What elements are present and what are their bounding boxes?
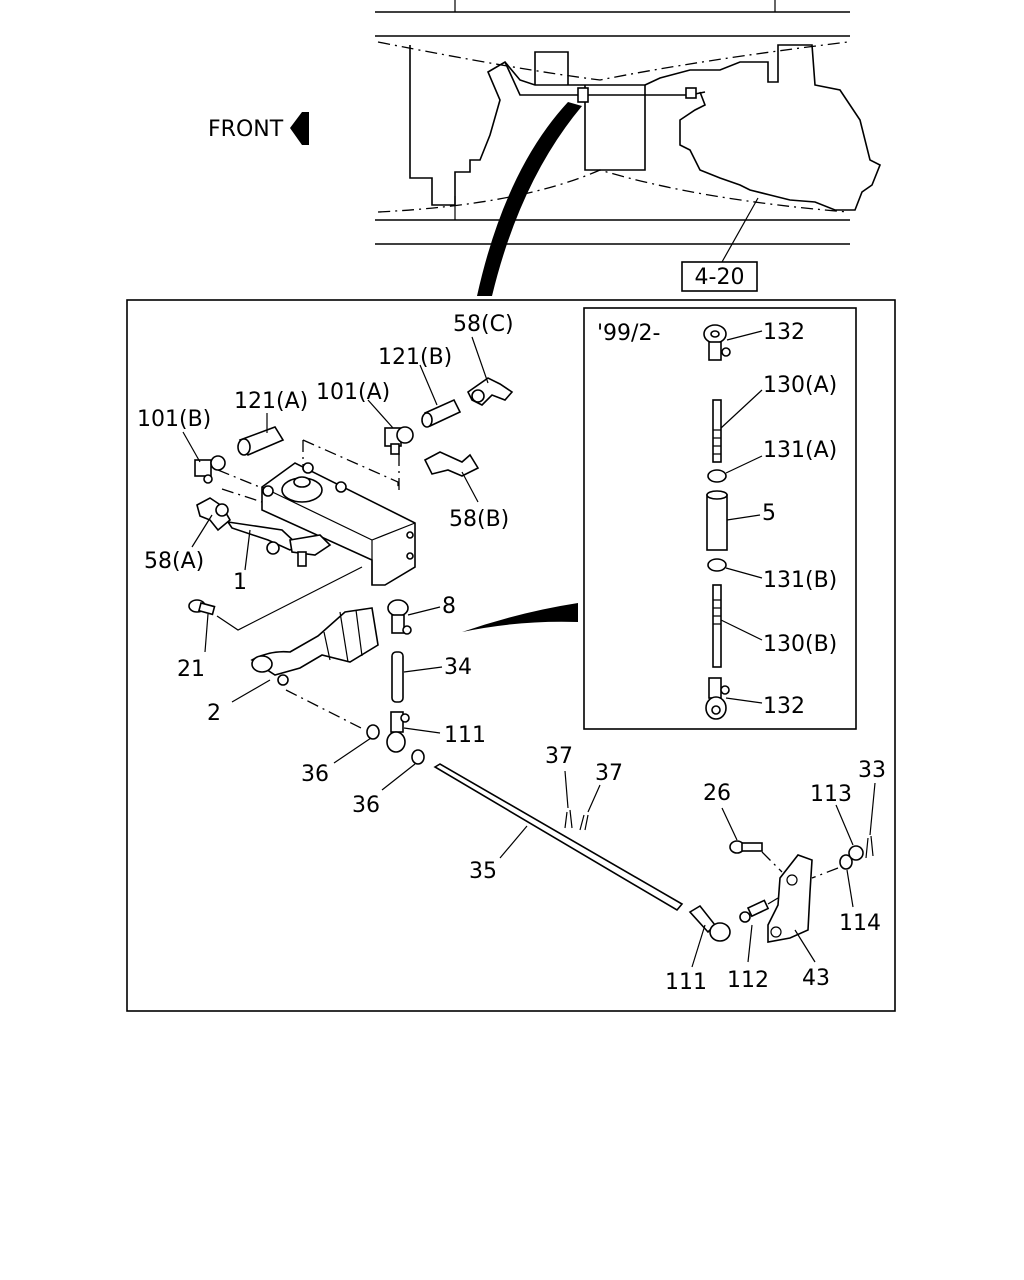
leader-lines (182, 336, 876, 968)
callout-5: 5 (762, 501, 776, 526)
callout-101b: 101(B) (137, 407, 211, 432)
ref-box-label: 4-20 (695, 265, 745, 290)
callout-43: 43 (802, 966, 830, 991)
callout-101a: 101(A) (316, 380, 390, 405)
callout-130b: 130(B) (763, 632, 837, 657)
callout-2: 2 (207, 701, 221, 726)
front-label: FRONT (208, 117, 284, 142)
callout-131b: 131(B) (763, 568, 837, 593)
callout-58c: 58(C) (453, 312, 514, 337)
callout-1: 1 (233, 570, 247, 595)
front-indicator: FRONT (208, 112, 309, 145)
callout-36-left: 36 (301, 762, 329, 787)
callout-130a: 130(A) (763, 373, 837, 398)
callout-21: 21 (177, 657, 205, 682)
callout-113: 113 (810, 782, 852, 807)
callout-132-top: 132 (763, 320, 805, 345)
callout-111-upper: 111 (444, 723, 486, 748)
front-arrow-icon (290, 112, 309, 145)
callout-35: 35 (469, 859, 497, 884)
inset-date-label: '99/2- (597, 321, 660, 346)
chassis-overview (375, 0, 882, 296)
reference-box: 4-20 (681, 261, 758, 292)
main-frame (126, 299, 896, 1012)
callout-36-right: 36 (352, 793, 380, 818)
callout-26: 26 (703, 781, 731, 806)
callout-112: 112 (727, 968, 769, 993)
callout-131a: 131(A) (763, 438, 837, 463)
callout-114: 114 (839, 911, 881, 936)
callout-37-left: 37 (545, 744, 573, 769)
callout-33: 33 (858, 758, 886, 783)
callout-111-lower: 111 (665, 970, 707, 995)
callout-34: 34 (444, 655, 472, 680)
callout-121a: 121(A) (234, 389, 308, 414)
shift-mechanism (188, 377, 874, 943)
callout-8: 8 (442, 594, 456, 619)
inset-pointer (462, 603, 578, 632)
callout-labels: 132 130(A) 131(A) 5 131(B) 130(B) 132 58… (137, 312, 886, 995)
callout-132-bottom: 132 (763, 694, 805, 719)
callout-37-right: 37 (595, 761, 623, 786)
inset-rod-assembly: '99/2- (583, 307, 857, 730)
callout-58b: 58(B) (449, 507, 509, 532)
callout-58a: 58(A) (144, 549, 204, 574)
callout-121b: 121(B) (378, 345, 452, 370)
